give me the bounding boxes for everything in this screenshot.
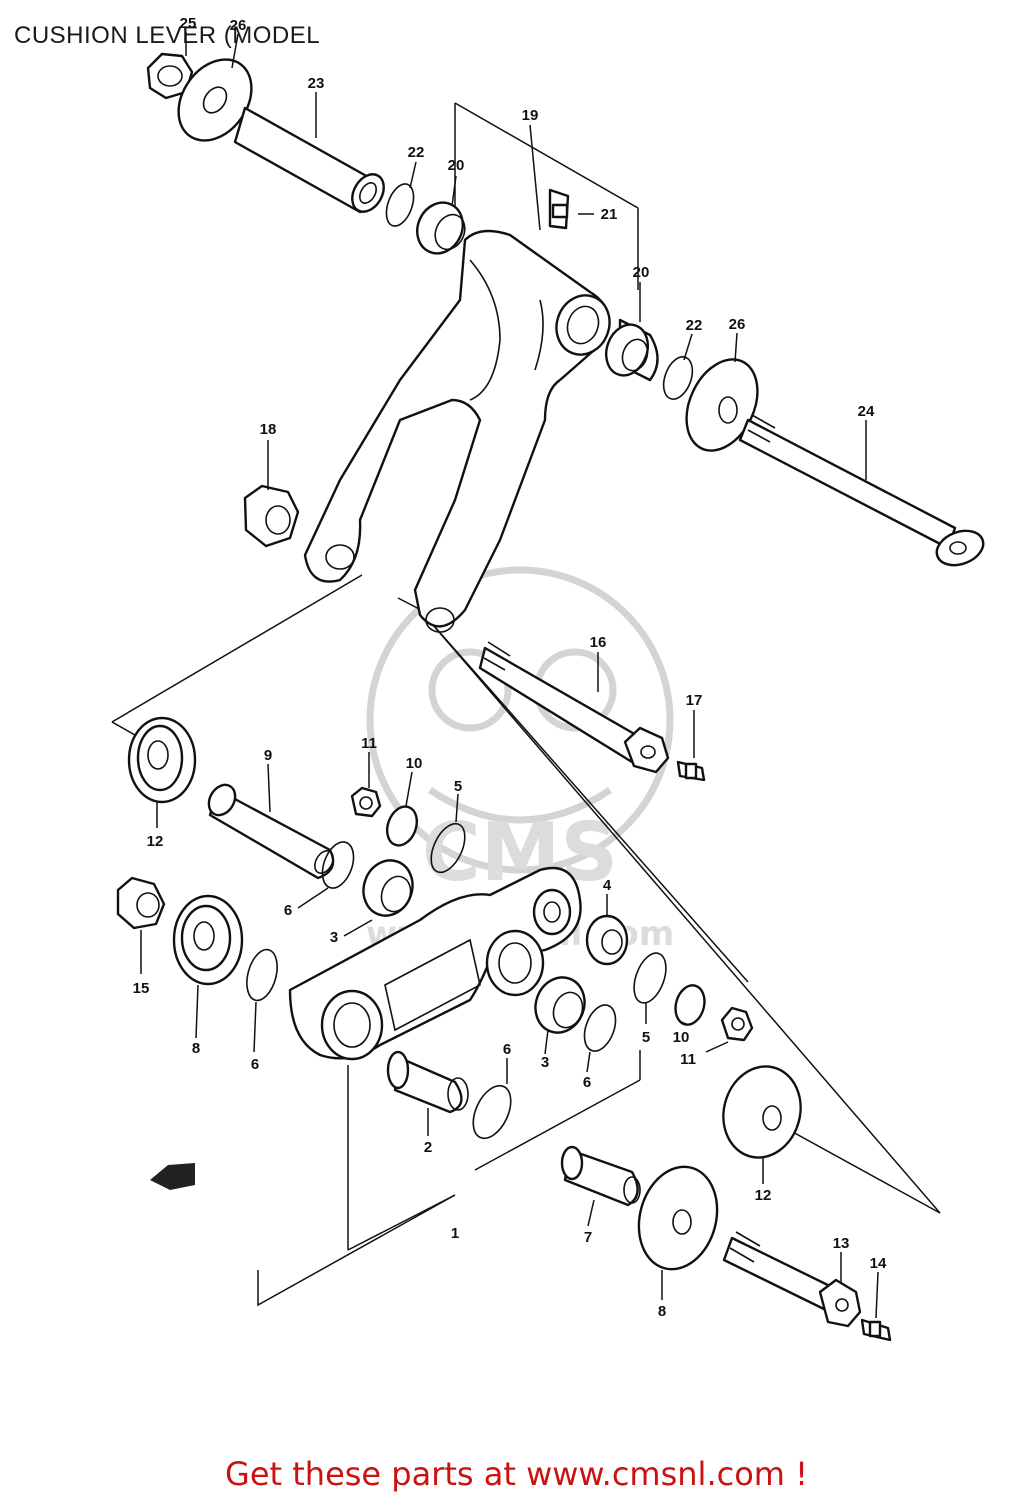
- bolt-part-13: [722, 1231, 862, 1328]
- callout-13: 13: [833, 1235, 850, 1252]
- nut-part-11-left: [350, 786, 382, 818]
- spacer-part-7: [560, 1145, 641, 1207]
- spacer-part-9: [207, 783, 335, 880]
- callout-4: 4: [603, 877, 612, 894]
- callout-3-upper: 3: [330, 929, 338, 946]
- callout-9: 9: [264, 747, 272, 764]
- callout-12-right: 12: [755, 1187, 772, 1204]
- cushion-rod-part-1: [288, 866, 582, 1061]
- oring-part-5-left: [430, 822, 466, 874]
- callout-20: 20: [448, 157, 465, 174]
- bolt-part-24: [738, 414, 985, 567]
- oring-part-6-d: [583, 1004, 617, 1052]
- callout-8-left: 8: [192, 1040, 200, 1057]
- front-direction-arrow-icon: [150, 1163, 195, 1190]
- callout-5: 5: [454, 778, 462, 795]
- callout-21: 21: [601, 206, 618, 223]
- nut-part-15: [116, 876, 166, 930]
- bearing-part-3-lower: [534, 976, 586, 1034]
- bearing-part-20-top: [416, 201, 466, 255]
- callout-22: 22: [408, 144, 425, 161]
- oring-part-6-a: [321, 841, 355, 889]
- collar-part-4: [585, 914, 629, 966]
- oring-part-22-top: [385, 183, 415, 227]
- washer-part-26-right: [685, 358, 759, 452]
- bolt-part-16: [478, 641, 670, 774]
- shop-link-banner[interactable]: Get these parts at www.cmsnl.com !: [225, 1455, 808, 1493]
- nut-part-11-right: [720, 1006, 754, 1042]
- collar-part-12-left: [127, 716, 197, 804]
- callout-6-a: 6: [284, 902, 292, 919]
- collar-part-12-right: [722, 1065, 802, 1159]
- grease-nipple-part-21: [548, 188, 570, 230]
- callout-14: 14: [870, 1255, 887, 1272]
- callout-25: 25: [180, 15, 197, 32]
- callout-18: 18: [260, 421, 277, 438]
- callout-2: 2: [424, 1139, 432, 1156]
- callout-15: 15: [133, 980, 150, 997]
- callout-labels: 25 26 23 19 22 20 21 20 22 26 24 18 16 1…: [133, 15, 887, 1320]
- collar-part-8-bottom: [637, 1165, 719, 1271]
- oring-part-5-right: [633, 952, 667, 1004]
- washer-part-10-left: [385, 805, 419, 847]
- callout-5-right: 5: [642, 1029, 650, 1046]
- callout-3-lower: 3: [541, 1054, 549, 1071]
- oring-part-6-b: [246, 948, 278, 1002]
- callout-6-d: 6: [583, 1074, 591, 1091]
- nut-part-18: [243, 484, 300, 548]
- callout-11: 11: [361, 735, 377, 752]
- callout-8-bottom: 8: [658, 1303, 666, 1320]
- callout-6-b: 6: [251, 1056, 259, 1073]
- grease-nipple-part-17: [676, 760, 706, 782]
- callout-16: 16: [590, 634, 607, 651]
- callout-leaders: [140, 32, 879, 1319]
- callout-7: 7: [584, 1229, 592, 1246]
- callout-1: 1: [451, 1225, 459, 1242]
- callout-17: 17: [686, 692, 703, 709]
- diagram-title: CUSHION LEVER (MODEL: [14, 22, 321, 49]
- callout-26-right: 26: [729, 316, 746, 333]
- washer-part-26-top: [177, 58, 253, 142]
- collar-part-8-left: [172, 894, 244, 986]
- callout-12: 12: [147, 833, 164, 850]
- callout-10-right: 10: [673, 1029, 690, 1046]
- oring-part-6-c: [472, 1084, 512, 1140]
- bearing-part-3-upper: [362, 859, 414, 917]
- callout-10: 10: [406, 755, 423, 772]
- cushion-lever-part-19: [303, 229, 611, 633]
- bearing-part-2: [386, 1050, 469, 1114]
- callout-22-right: 22: [686, 317, 703, 334]
- callout-24: 24: [858, 403, 875, 420]
- spacer-part-23: [233, 106, 385, 214]
- callout-20-right: 20: [633, 264, 650, 281]
- washer-part-10-right: [674, 984, 706, 1026]
- grease-nipple-part-14: [860, 1318, 892, 1342]
- callout-23: 23: [308, 75, 325, 92]
- callout-6-c: 6: [503, 1041, 511, 1058]
- callout-26: 26: [230, 17, 247, 34]
- callout-19: 19: [522, 107, 539, 124]
- bearing-part-20-right: [605, 318, 659, 382]
- callout-11-right: 11: [680, 1051, 696, 1068]
